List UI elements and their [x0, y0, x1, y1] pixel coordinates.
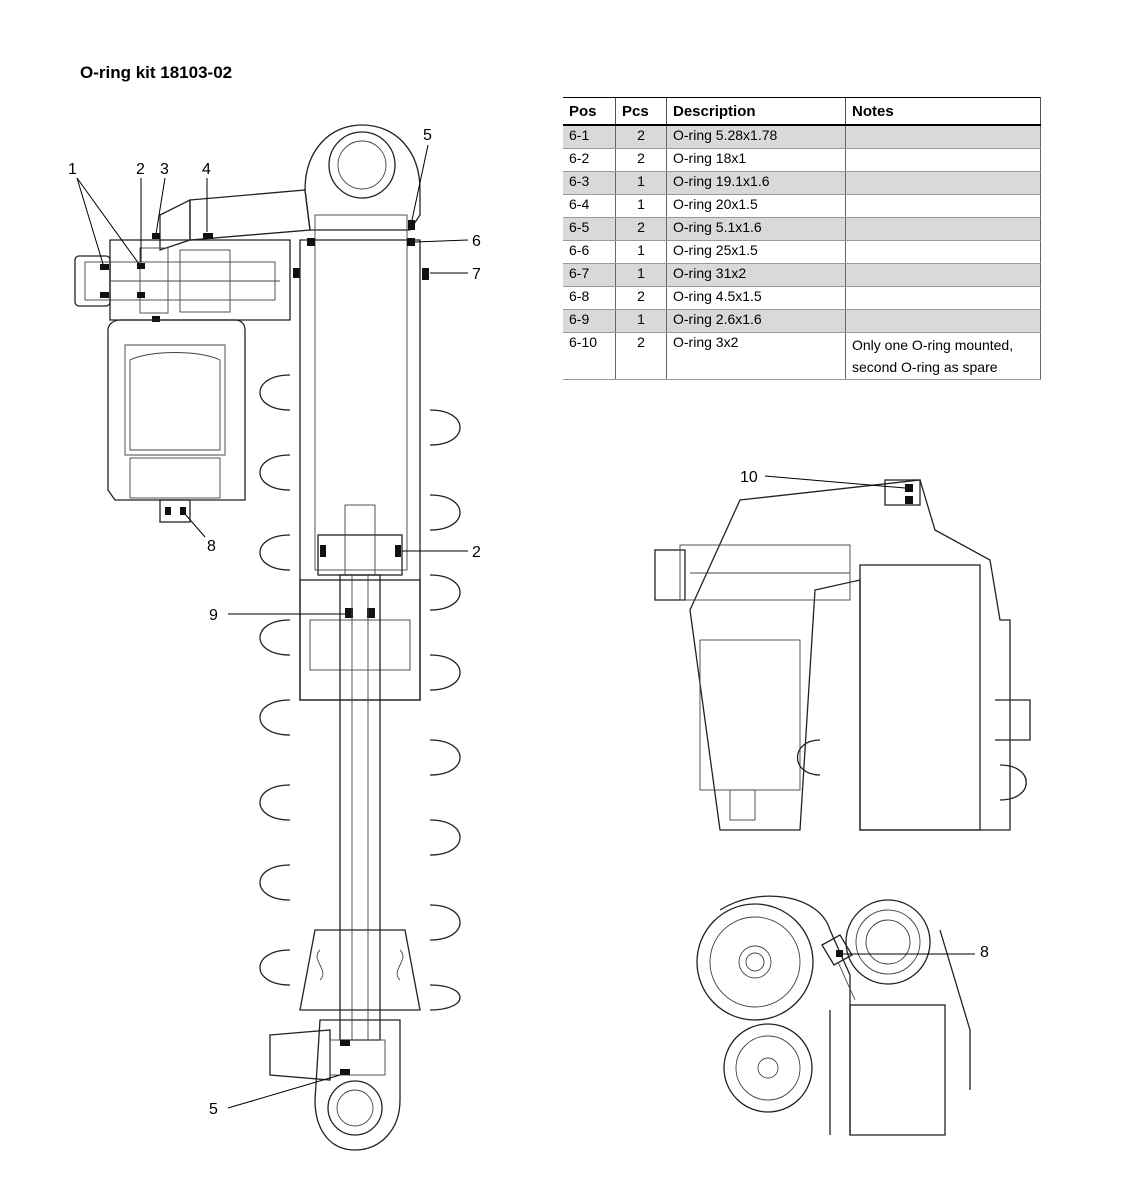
cell-pcs: 1 [615, 309, 667, 333]
callout-8-main: 8 [207, 538, 216, 555]
cell-description: O-ring 5.1x1.6 [666, 217, 846, 241]
cell-notes [845, 240, 1041, 264]
cell-pos: 6-7 [563, 263, 616, 287]
callout-2: 2 [136, 161, 145, 178]
cell-pos: 6-4 [563, 194, 616, 218]
cell-description: O-ring 3x2 [666, 332, 846, 380]
cell-notes [845, 263, 1041, 287]
callout-5-bottom: 5 [209, 1101, 218, 1118]
callout-9: 9 [209, 607, 218, 624]
cell-pcs: 1 [615, 171, 667, 195]
cell-pos: 6-2 [563, 148, 616, 172]
cell-description: O-ring 25x1.5 [666, 240, 846, 264]
page-title: O-ring kit 18103-02 [80, 63, 233, 82]
callout-1: 1 [68, 161, 77, 178]
cell-description: O-ring 5.28x1.78 [666, 125, 846, 149]
table-row: 6-1 2 O-ring 5.28x1.78 [563, 125, 1041, 149]
cell-description: O-ring 19.1x1.6 [666, 171, 846, 195]
cell-pcs: 2 [615, 217, 667, 241]
header-pcs: Pcs [615, 97, 667, 126]
cell-pos: 6-10 [563, 332, 616, 380]
cell-notes [845, 286, 1041, 310]
table-row: 6-4 1 O-ring 20x1.5 [563, 194, 1041, 218]
main-leader-lines [76, 144, 469, 1109]
cell-pos: 6-9 [563, 309, 616, 333]
cell-notes [845, 194, 1041, 218]
cell-pos: 6-5 [563, 217, 616, 241]
o-ring-parts-table: Pos Pcs Description Notes 6-1 2 O-ring 5… [563, 97, 1041, 380]
cell-pcs: 1 [615, 263, 667, 287]
cell-pos: 6-1 [563, 125, 616, 149]
cell-pos: 6-6 [563, 240, 616, 264]
table-row: 6-7 1 O-ring 31x2 [563, 263, 1041, 287]
cell-pos: 6-3 [563, 171, 616, 195]
cell-notes [845, 217, 1041, 241]
table-row: 6-9 1 O-ring 2.6x1.6 [563, 309, 1041, 333]
cell-description: O-ring 18x1 [666, 148, 846, 172]
header-pos: Pos [563, 97, 616, 126]
cell-description: O-ring 20x1.5 [666, 194, 846, 218]
cell-notes [845, 309, 1041, 333]
table-row: 6-6 1 O-ring 25x1.5 [563, 240, 1041, 264]
cell-notes [845, 148, 1041, 172]
table-row: 6-8 2 O-ring 4.5x1.5 [563, 286, 1041, 310]
callout-3: 3 [160, 161, 169, 178]
cell-pcs: 2 [615, 148, 667, 172]
cell-pcs: 1 [615, 194, 667, 218]
notes-line-1: Only one O-ring mounted, [852, 337, 1014, 353]
callout-8-detail: 8 [980, 944, 989, 961]
cell-pcs: 2 [615, 332, 667, 380]
callout-5-top: 5 [423, 127, 432, 144]
table-row: 6-10 2 O-ring 3x2 Only one O-ring mounte… [563, 332, 1041, 380]
table-row: 6-5 2 O-ring 5.1x1.6 [563, 217, 1041, 241]
cell-description: O-ring 2.6x1.6 [666, 309, 846, 333]
table-row: 6-2 2 O-ring 18x1 [563, 148, 1041, 172]
cell-pcs: 2 [615, 286, 667, 310]
cell-notes [845, 171, 1041, 195]
coil-spring [259, 374, 461, 1011]
callout-10: 10 [740, 469, 758, 486]
cell-description: O-ring 31x2 [666, 263, 846, 287]
callout-6: 6 [472, 233, 481, 250]
callout-2-piston: 2 [472, 544, 481, 561]
detail-view-bottom-eye [696, 895, 971, 1136]
cell-pcs: 2 [615, 125, 667, 149]
cell-pcs: 1 [615, 240, 667, 264]
header-notes: Notes [845, 97, 1041, 126]
callout-7: 7 [472, 266, 481, 283]
cell-notes: Only one O-ring mounted, second O-ring as… [845, 332, 1041, 380]
notes-line-2: second O-ring as spare [852, 359, 998, 375]
callout-labels: 1 2 3 4 5 6 7 8 2 9 5 10 8 [68, 127, 989, 1118]
table-header-row: Pos Pcs Description Notes [563, 97, 1041, 126]
detail-view-reservoir [654, 479, 1031, 831]
table-row: 6-3 1 O-ring 19.1x1.6 [563, 171, 1041, 195]
callout-4: 4 [202, 161, 211, 178]
cell-notes [845, 125, 1041, 149]
main-shock-section [74, 124, 461, 1151]
cell-description: O-ring 4.5x1.5 [666, 286, 846, 310]
header-description: Description [666, 97, 846, 126]
cell-pos: 6-8 [563, 286, 616, 310]
